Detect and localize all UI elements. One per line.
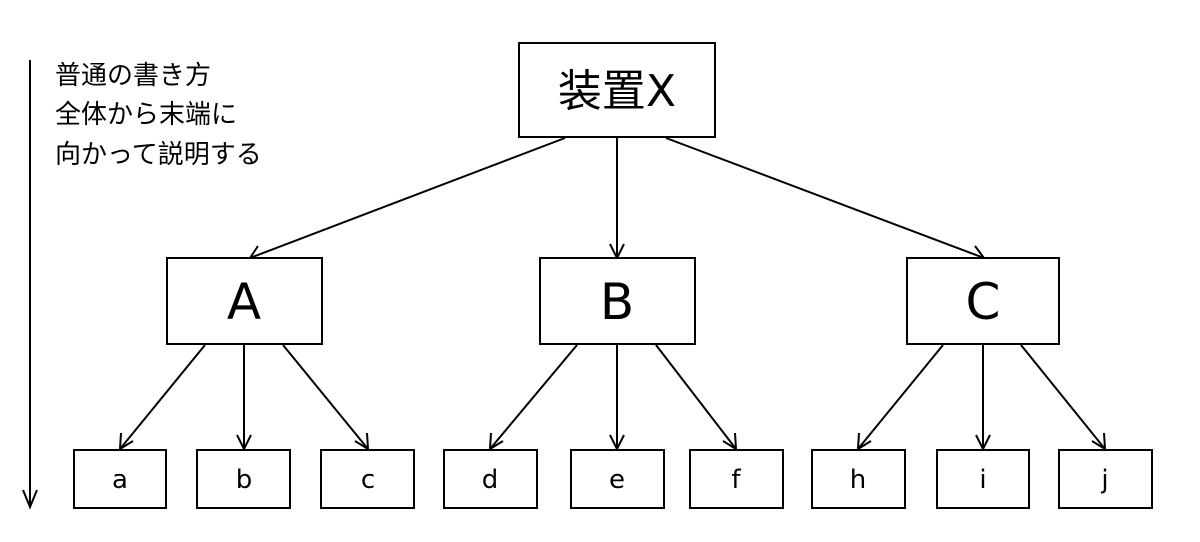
edges-root-to-groups xyxy=(248,137,986,261)
leaf-node-j: j xyxy=(1058,449,1153,509)
leaf-node-f: f xyxy=(689,449,784,509)
leaf-node-e: e xyxy=(570,449,665,509)
leaf-node-d: d xyxy=(443,449,538,509)
edge-x-a xyxy=(249,137,566,259)
node-group-c-label: C xyxy=(966,273,1001,331)
leaf-node-b-label: b xyxy=(236,465,253,495)
leaf-node-e-label: e xyxy=(609,465,625,495)
node-root: 装置X xyxy=(518,42,716,138)
edge-a-a xyxy=(119,344,206,450)
node-group-b-label: B xyxy=(600,273,634,331)
leaf-node-h: h xyxy=(811,449,906,509)
note-line-1: 普通の書き方 xyxy=(55,61,211,91)
explanation-note: 普通の書き方 全体から末端に 向かって説明する xyxy=(55,61,262,170)
node-group-a: A xyxy=(166,257,323,345)
leaf-node-j-label: j xyxy=(1100,465,1108,495)
node-root-label: 装置X xyxy=(558,66,676,117)
leaf-node-i-label: i xyxy=(979,465,986,495)
leaf-node-a: a xyxy=(73,449,167,509)
leaf-node-d-label: d xyxy=(482,465,499,495)
leaf-node-b: b xyxy=(196,449,291,509)
node-group-b: B xyxy=(539,257,696,345)
edge-b-d xyxy=(489,344,578,450)
node-group-a-label: A xyxy=(227,273,261,331)
edge-c-h xyxy=(857,344,944,450)
leaf-node-a-label: a xyxy=(112,465,128,495)
leaf-node-f-label: f xyxy=(731,465,741,495)
flow-direction-arrow xyxy=(22,60,38,510)
edge-a-c xyxy=(282,344,369,450)
leaf-node-c: c xyxy=(320,449,415,509)
edge-b-f xyxy=(655,344,737,450)
leaf-node-c-label: c xyxy=(361,465,375,495)
leaf-node-h-label: h xyxy=(850,465,866,495)
edges-groups-to-leaves xyxy=(118,344,1107,452)
leaf-node-i: i xyxy=(936,449,1030,509)
edge-c-j xyxy=(1020,344,1106,450)
edge-x-c xyxy=(665,137,985,259)
note-line-3: 向かって説明する xyxy=(55,140,262,170)
node-group-c: C xyxy=(906,257,1060,345)
note-line-2: 全体から末端に xyxy=(55,100,237,130)
